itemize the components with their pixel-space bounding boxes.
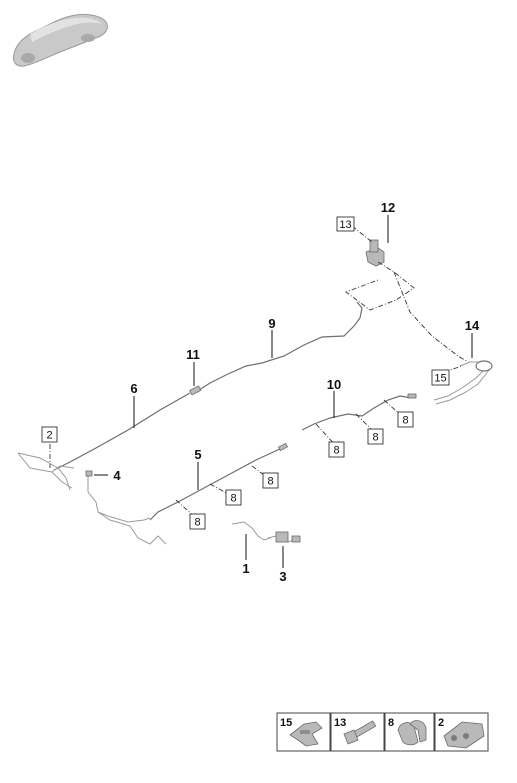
brake-line-6 xyxy=(53,392,191,471)
hose-14-top xyxy=(459,361,478,367)
bolt-13-icon xyxy=(343,720,377,745)
boxed-label-8-a: 8 xyxy=(397,411,414,428)
svg-text:8: 8 xyxy=(372,432,378,444)
boxed-label-8-d: 8 xyxy=(262,472,279,489)
dash-12-14 xyxy=(345,261,469,363)
brake-line-9 xyxy=(195,301,363,393)
svg-text:2: 2 xyxy=(46,430,52,442)
svg-text:2: 2 xyxy=(438,717,444,729)
legend-item-15: 15 xyxy=(276,712,331,752)
svg-text:8: 8 xyxy=(402,415,408,427)
connector-11 xyxy=(189,385,202,396)
legend-item-8: 8 xyxy=(384,712,435,752)
callout-11: 11 xyxy=(186,347,200,362)
legend-item-2: 2 xyxy=(434,712,489,752)
svg-text:15: 15 xyxy=(280,717,292,729)
svg-text:8: 8 xyxy=(194,517,200,529)
svg-text:13: 13 xyxy=(339,219,351,231)
clip-15-icon xyxy=(289,721,323,747)
legend-item-13: 13 xyxy=(330,712,385,752)
callout-1: 1 xyxy=(242,561,249,576)
svg-text:8: 8 xyxy=(388,717,394,729)
svg-text:8: 8 xyxy=(267,476,273,488)
boxed-label-8-c: 8 xyxy=(328,441,345,458)
brake-line-5 xyxy=(149,447,283,521)
callout-5: 5 xyxy=(194,447,201,462)
car-thumbnail-icon xyxy=(13,13,108,67)
dash-13 xyxy=(351,225,373,243)
svg-text:8: 8 xyxy=(230,493,236,505)
boxed-label-8-f: 8 xyxy=(189,513,206,530)
boxed-label-13: 13 xyxy=(336,216,355,232)
callout-4: 4 xyxy=(113,468,121,483)
svg-text:13: 13 xyxy=(334,717,346,729)
callout-14: 14 xyxy=(465,318,480,333)
boxed-label-8-e: 8 xyxy=(225,489,242,506)
part-3 xyxy=(267,531,301,543)
line-4-fitting xyxy=(85,470,93,477)
svg-text:15: 15 xyxy=(434,373,446,385)
brake-line-10 xyxy=(301,395,413,431)
sensor-12 xyxy=(365,239,385,267)
wire-1 xyxy=(231,521,271,541)
svg-text:8: 8 xyxy=(333,445,339,457)
callout-10: 10 xyxy=(327,377,341,392)
brake-line-lower-left xyxy=(87,476,167,545)
callout-6: 6 xyxy=(130,381,137,396)
hose-14-eyelet xyxy=(475,360,493,372)
legend-strip: 15 13 8 2 xyxy=(276,712,489,752)
callout-12: 12 xyxy=(381,200,395,215)
line-5-fitting xyxy=(277,442,289,452)
boxed-label-15: 15 xyxy=(431,369,450,386)
clip-8-icon xyxy=(397,720,427,746)
flex-hose-left xyxy=(17,452,75,491)
boxed-label-2: 2 xyxy=(41,426,58,443)
callout-3: 3 xyxy=(279,569,286,584)
boxed-label-8-b: 8 xyxy=(367,428,384,445)
callout-9: 9 xyxy=(268,316,275,331)
holder-2-icon xyxy=(443,721,485,749)
line-10-fitting xyxy=(407,393,417,399)
dash-8c xyxy=(251,465,269,479)
